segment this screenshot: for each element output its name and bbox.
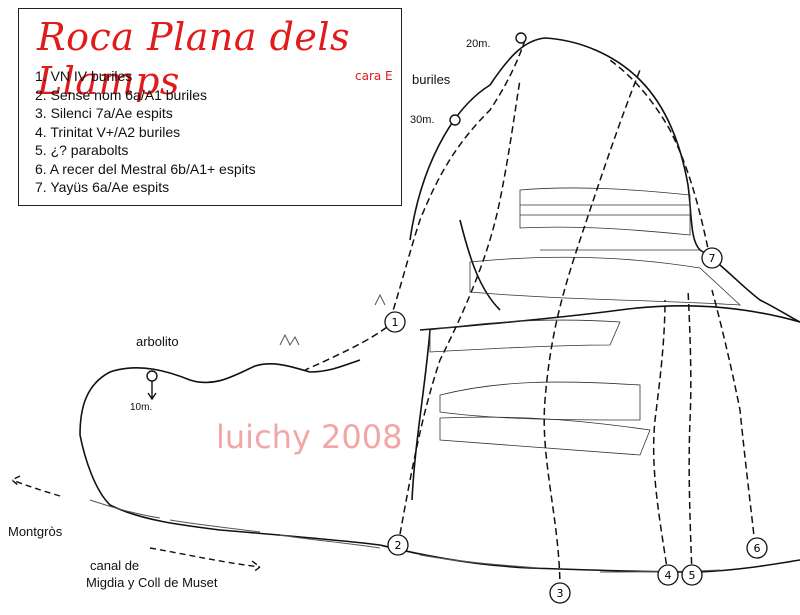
- ground-scrub: [89, 293, 721, 573]
- route-item: 2. Sense nom 6a/A1 buriles: [35, 86, 207, 103]
- canal-arrow: [149, 547, 262, 574]
- route-item: 3. Silenci 7a/Ae espits: [35, 105, 173, 121]
- buriles-label: buriles: [412, 72, 451, 87]
- svg-text:2: 2: [395, 539, 402, 552]
- rappel-down-arrow: [147, 381, 157, 401]
- rappel-low-label: 10m.: [130, 402, 153, 413]
- route-item: 4. Trinitat V+/A2 buriles: [35, 123, 181, 140]
- rock-outline: [79, 37, 800, 573]
- montgros-arrow: [10, 475, 61, 497]
- route-marker-2: 2: [387, 534, 409, 556]
- canal-label-1: canal de: [90, 558, 140, 573]
- arbolito-label: arbolito: [136, 334, 179, 349]
- montgros-label: Montgròs: [8, 524, 63, 539]
- anchor-arbolito: [146, 370, 158, 382]
- rappel-top-label: 20m.: [466, 38, 491, 50]
- route-list: 1. VN IV buriles 2. Sense nom 6a/A1 buri…: [35, 67, 256, 197]
- route-item: 1. VN IV buriles: [35, 68, 133, 84]
- anchor-mid: [449, 114, 461, 126]
- svg-text:7: 7: [709, 252, 716, 265]
- route-marker-6: 6: [746, 537, 768, 559]
- watermark: luichy 2008: [216, 418, 403, 456]
- topo-title: Roca Plana dels Llamps: [37, 15, 351, 103]
- route-item: 5. ¿? parabolts: [35, 142, 129, 158]
- canal-label-2: Migdia y Coll de Muset: [86, 575, 218, 590]
- route-marker-4: 4: [657, 564, 679, 586]
- route-markers: 1 2 3 4 5 6 7: [384, 247, 768, 604]
- svg-text:6: 6: [754, 542, 761, 555]
- route-item: 6. A recer del Mestral 6b/A1+ espits: [35, 160, 256, 177]
- topo-subtitle: cara E: [355, 69, 393, 83]
- route-marker-1: 1: [384, 311, 406, 333]
- legend-box: Roca Plana dels Llamps cara E 1. VN IV b…: [18, 8, 402, 206]
- route-marker-3: 3: [549, 582, 571, 604]
- route-item: 7. Yayüs 6a/Ae espits: [35, 179, 170, 195]
- svg-text:4: 4: [665, 569, 672, 582]
- hatch-ledges: [429, 187, 742, 456]
- svg-text:1: 1: [392, 316, 399, 329]
- svg-text:5: 5: [689, 569, 696, 582]
- svg-text:3: 3: [557, 587, 564, 600]
- route-marker-7: 7: [701, 247, 723, 269]
- anchor-top: [515, 32, 527, 44]
- rappel-mid-label: 30m.: [410, 114, 435, 126]
- route-marker-5: 5: [681, 564, 703, 586]
- route-lines: [304, 39, 756, 591]
